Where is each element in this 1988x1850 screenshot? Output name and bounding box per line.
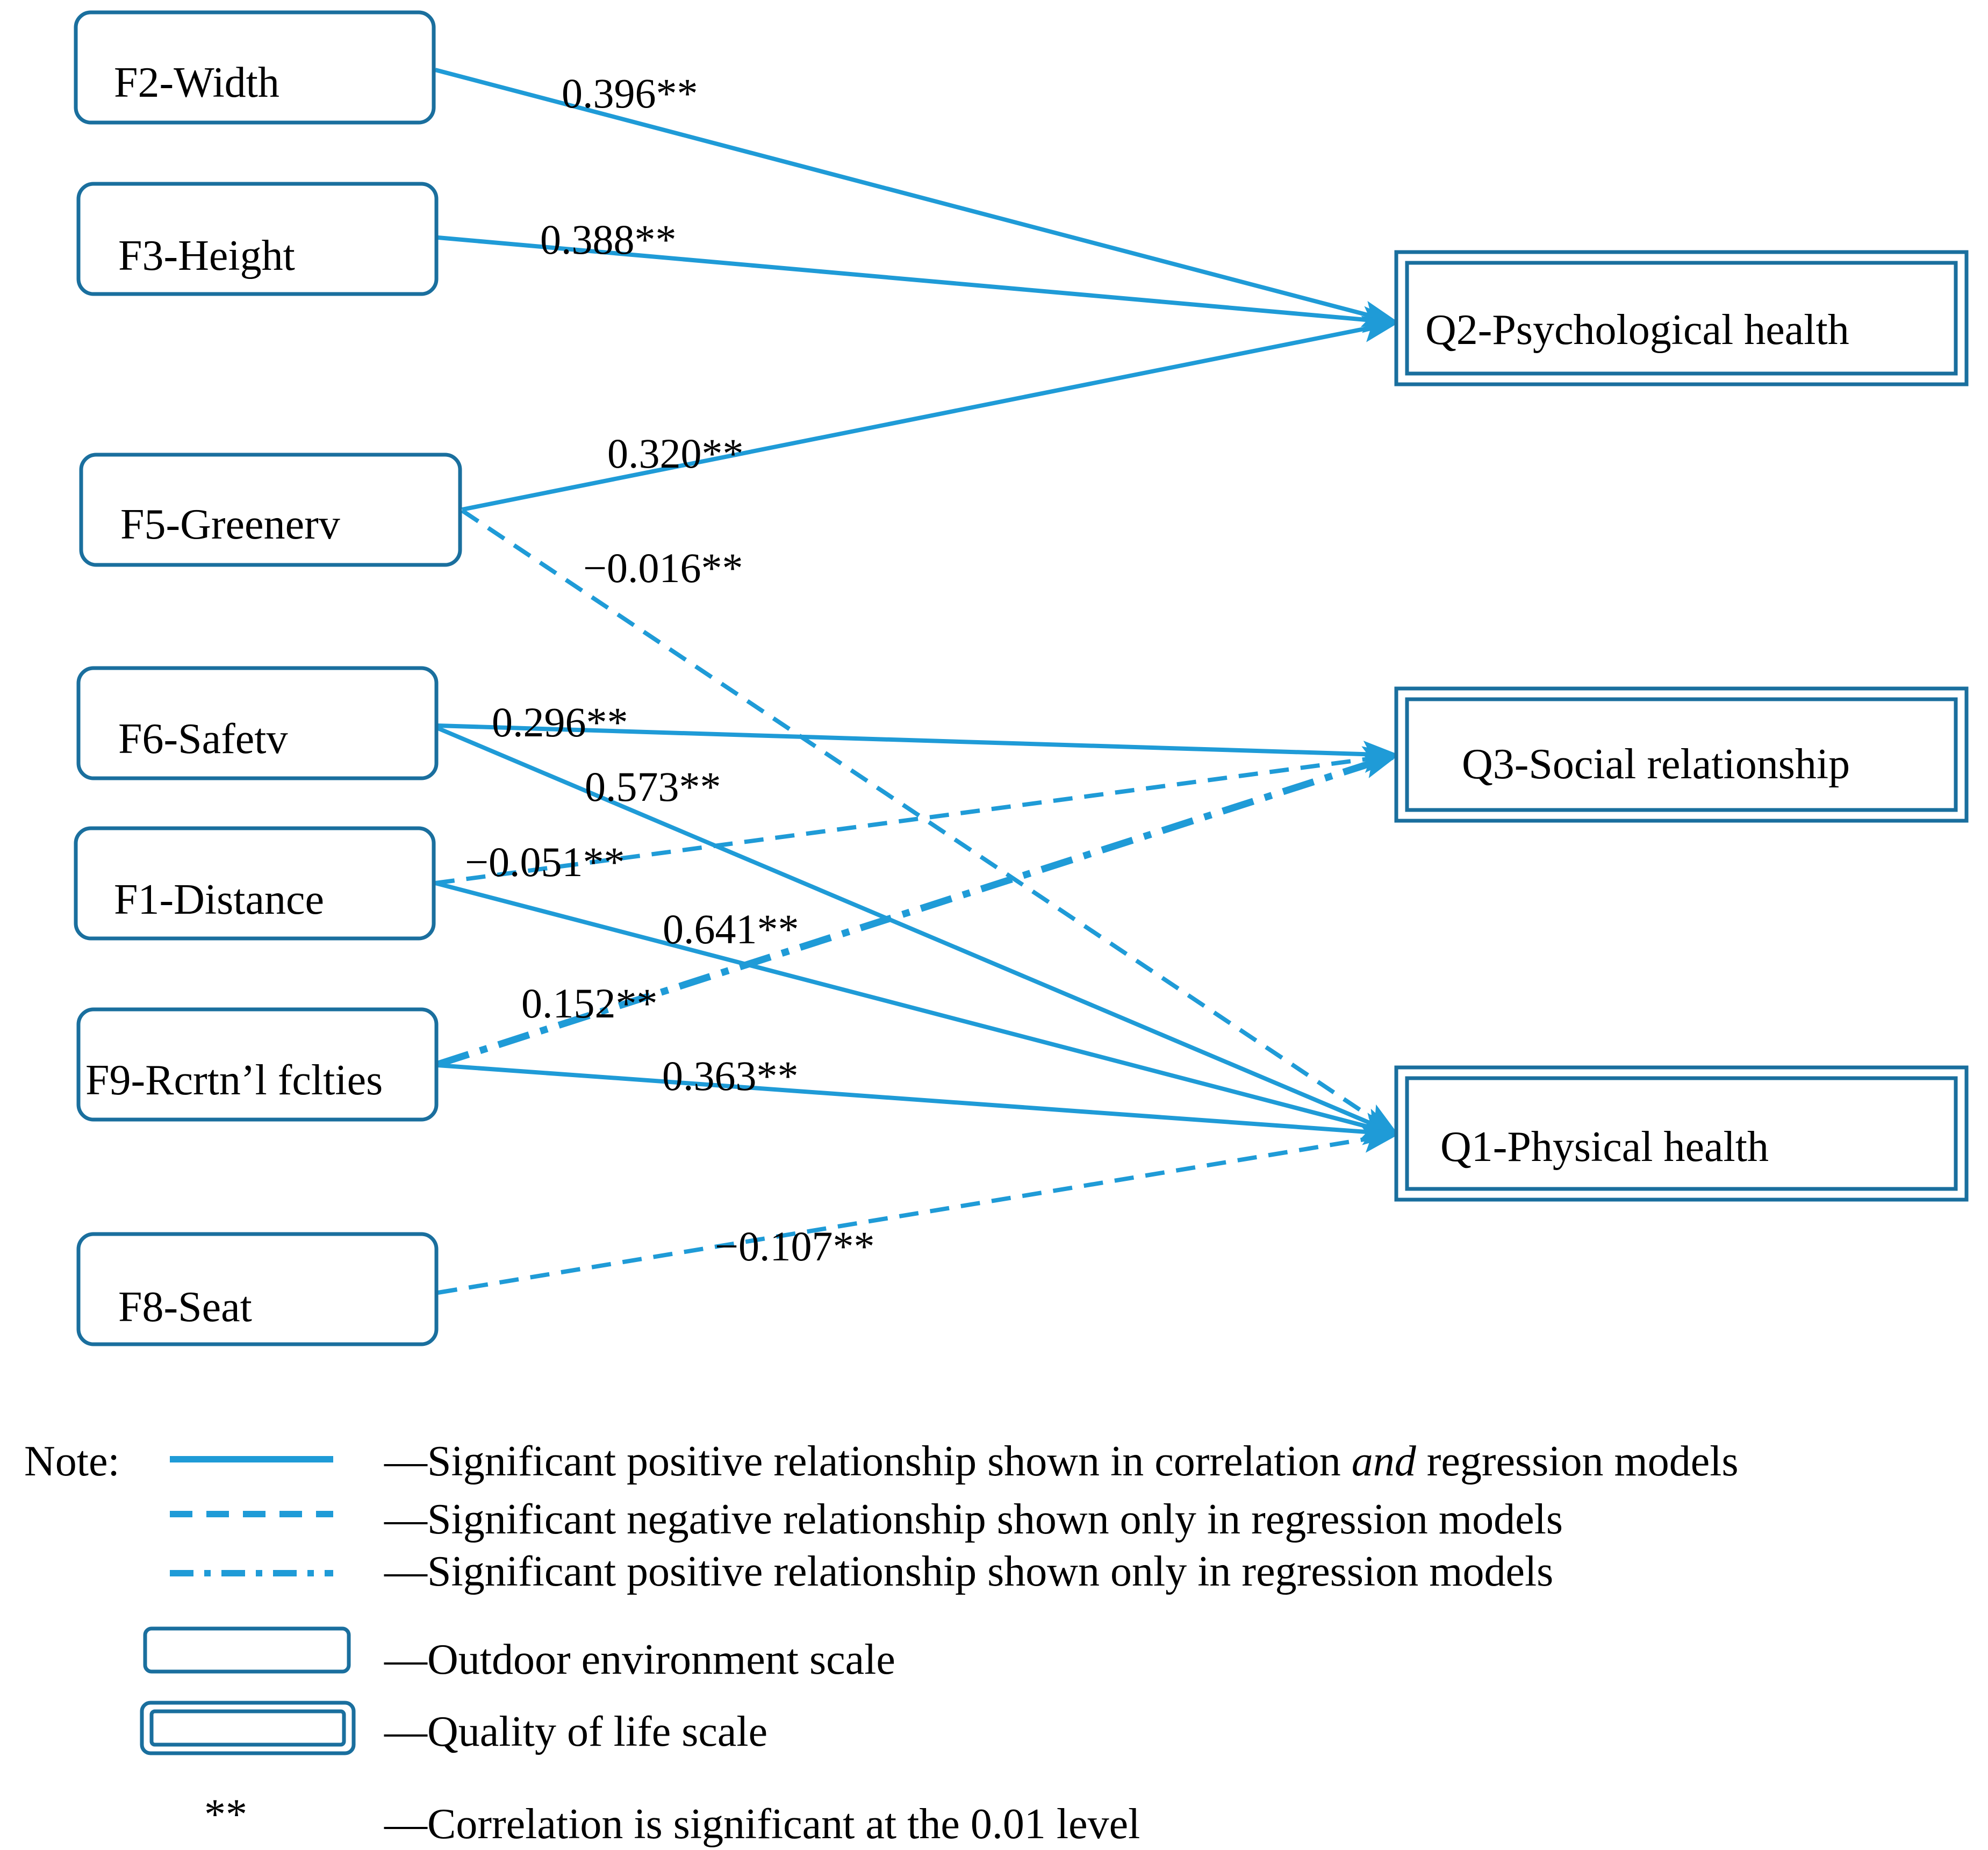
edge-f3-to-q2 <box>437 235 1401 333</box>
node-label: F3-Height <box>118 232 295 279</box>
node-f1-distance: F1-Distance <box>74 826 436 941</box>
node-label: Q2-Psychological health <box>1425 306 1849 354</box>
nodes-layer: F2-Width F3-Height F5-Greenerv F6-Safetv… <box>74 10 1969 1346</box>
edges-layer <box>434 68 1401 1295</box>
edge-f1-to-q3 <box>435 746 1401 885</box>
edge-f8-to-q1 <box>437 1126 1401 1295</box>
node-f9-recreational-facilities: F9-Rcrtn’l fclties <box>76 1007 439 1122</box>
legend-outdoor-box <box>143 1626 351 1674</box>
node-f2-width: F2-Width <box>74 10 436 125</box>
node-f6-safety: F6-Safetv <box>76 666 439 780</box>
edge-f6-to-q1 <box>437 726 1401 1136</box>
coef-f1-to-q1: 0.641** <box>663 906 799 952</box>
edge-f1-to-q1 <box>434 881 1401 1139</box>
edge-f5-to-q1 <box>461 508 1400 1137</box>
edge-f9-to-q1 <box>437 1063 1401 1145</box>
legend-solid-text: —Significant positive relationship shown… <box>384 1438 1739 1485</box>
node-label: F1-Distance <box>114 876 324 923</box>
node-q2-psychological-health: Q2-Psychological health <box>1394 250 1969 386</box>
legend-solid-text-and: and <box>1352 1438 1417 1485</box>
node-label: F9-Rcrtn’l fclties <box>85 1057 383 1104</box>
node-f8-seat: F8-Seat <box>76 1232 439 1346</box>
legend-quality-box <box>140 1701 356 1755</box>
legend-dashdot-text: —Significant positive relationship shown… <box>384 1548 1553 1595</box>
coef-f6-to-q1: 0.573** <box>585 763 721 810</box>
coef-f5-to-q2: 0.320** <box>607 430 744 477</box>
node-f3-height: F3-Height <box>76 182 439 296</box>
legend-stars-symbol: ** <box>204 1791 247 1838</box>
legend-dashed-text: —Significant negative relationship shown… <box>384 1496 1563 1543</box>
coef-f1-to-q3: −0.051** <box>465 838 625 885</box>
node-label: Q1-Physical health <box>1440 1123 1769 1171</box>
coefficient-layer: 0.396** 0.388** 0.320** −0.016** 0.296** 0.57… <box>465 70 875 1270</box>
coef-f6-to-q3: 0.296** <box>492 699 628 745</box>
edge-f5-to-q2 <box>462 315 1401 512</box>
node-label: Q3-Social relationship <box>1462 741 1850 788</box>
node-label: F6-Safetv <box>118 715 288 763</box>
legend-solid-text-a: —Significant positive relationship shown… <box>384 1438 1352 1485</box>
coef-f5-to-q1: −0.016** <box>583 544 743 591</box>
coef-f9-to-q1: 0.363** <box>662 1052 799 1099</box>
coef-f8-to-q1: −0.107** <box>715 1223 875 1270</box>
node-q3-social-relationship: Q3-Social relationship <box>1394 686 1969 823</box>
node-label: F5-Greenerv <box>120 501 340 548</box>
legend-quality-text: —Quality of life scale <box>384 1708 767 1755</box>
node-label: F2-Width <box>114 59 279 106</box>
legend-solid-text-b: regression models <box>1416 1438 1739 1485</box>
node-q1-physical-health: Q1-Physical health <box>1394 1065 1969 1202</box>
coef-f3-to-q2: 0.388** <box>540 216 677 263</box>
node-label: F8-Seat <box>118 1283 252 1331</box>
legend-outdoor-text: —Outdoor environment scale <box>384 1636 895 1683</box>
coef-f2-to-q2: 0.396** <box>562 70 698 117</box>
coef-f9-to-q3: 0.152** <box>521 980 658 1027</box>
edge-f2-to-q2 <box>434 68 1401 327</box>
legend: Note: —Significant positive relationship… <box>24 1438 1739 1848</box>
legend-note-label: Note: <box>24 1438 120 1485</box>
node-f5-greenery: F5-Greenerv <box>79 453 462 567</box>
edge-f9-to-q3 <box>437 751 1401 1068</box>
legend-stars-text: —Correlation is significant at the 0.01 … <box>384 1801 1140 1848</box>
edge-f6-to-q3 <box>437 723 1401 768</box>
